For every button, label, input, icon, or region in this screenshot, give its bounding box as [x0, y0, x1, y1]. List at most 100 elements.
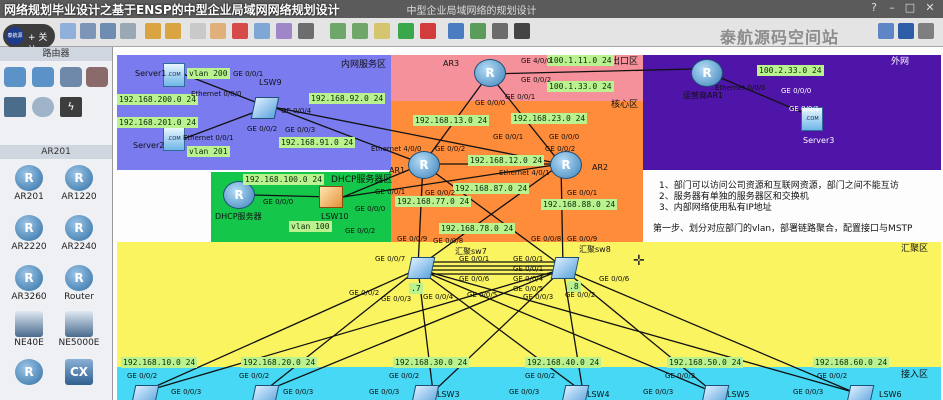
palette-icon[interactable]	[276, 23, 292, 39]
sw7-node[interactable]	[406, 257, 436, 279]
zoom-out-icon[interactable]	[352, 23, 368, 39]
server2-node[interactable]: .COM	[163, 127, 185, 151]
lsw1-node[interactable]	[130, 385, 160, 400]
select-icon[interactable]	[190, 23, 206, 39]
ar1-node[interactable]: R	[408, 151, 440, 179]
wlan-category-icon[interactable]	[60, 67, 82, 87]
link-icon[interactable]	[298, 23, 314, 39]
port-label: GE 0/0/2	[521, 76, 552, 84]
screen-icon[interactable]	[514, 23, 530, 39]
save-icon[interactable]	[100, 23, 116, 39]
sw8-label: 汇聚sw8	[579, 245, 611, 254]
server3-node[interactable]: .COM	[801, 107, 823, 131]
ar3-node[interactable]: R	[474, 59, 506, 87]
lsw3-node[interactable]	[410, 385, 440, 400]
settings-icon[interactable]	[878, 23, 894, 39]
router-icon: R	[15, 215, 43, 241]
note-line: 2、服务器有单独的服务器区和交换机	[659, 192, 809, 202]
lsw5-node[interactable]	[700, 385, 730, 400]
port-label: Ethernet 0/0/0	[191, 90, 242, 98]
port-label: GE 0/0/2	[127, 372, 158, 380]
stop-device-icon[interactable]	[420, 23, 436, 39]
lsw10-node[interactable]	[319, 186, 343, 208]
isp-router-node[interactable]: R	[691, 59, 723, 87]
device-ne-router[interactable]: R	[4, 359, 54, 386]
zoom-in-icon[interactable]	[330, 23, 346, 39]
open-icon[interactable]	[80, 23, 96, 39]
help-button[interactable]: ?	[871, 1, 877, 14]
fit-icon[interactable]	[374, 23, 390, 39]
lsw2-node[interactable]	[250, 385, 280, 400]
lsw9-node[interactable]	[250, 97, 280, 119]
router-category-icon[interactable]	[4, 67, 26, 87]
port-label: GE 0/0/2	[817, 372, 848, 380]
dhcp-server-node[interactable]: R	[223, 181, 255, 209]
note-line: 1、部门可以访问公司资源和互联网资源，部门之间不能互访	[659, 181, 899, 191]
port-label: GE 4/0/0	[521, 57, 552, 65]
lsw6-node[interactable]	[845, 385, 875, 400]
ip-label: 192.168.13.0 24	[413, 115, 490, 126]
topology-icon[interactable]	[492, 23, 508, 39]
sidebar-section-header: AR201	[0, 145, 112, 159]
text-icon[interactable]	[254, 23, 270, 39]
capture-icon[interactable]	[470, 23, 486, 39]
help-icon[interactable]	[918, 23, 934, 39]
ip-label: 192.168.30.0 24	[393, 357, 470, 368]
ip-label: 192.168.92.0 24	[309, 93, 386, 104]
command-line-icon[interactable]	[448, 23, 464, 39]
port-label: GE 0/0/5	[467, 291, 498, 299]
new-topology-icon[interactable]	[60, 23, 76, 39]
lsw9-label: LSW9	[259, 78, 282, 87]
lsw4-node[interactable]	[560, 385, 590, 400]
close-button[interactable]: ✕	[925, 1, 935, 14]
start-device-icon[interactable]	[398, 23, 414, 39]
maximize-button[interactable]: □	[904, 1, 916, 14]
server1-node[interactable]: .COM	[163, 63, 185, 87]
ar2-node[interactable]: R	[550, 151, 582, 179]
zone-label-external: 外网	[891, 57, 910, 67]
redo-icon[interactable]	[165, 23, 181, 39]
video-title-overlay: 网络规划毕业设计之基于ENSP的中型企业局域网网络规划设计	[4, 3, 340, 17]
device-ne40e[interactable]: NE40E	[4, 311, 54, 348]
save-as-icon[interactable]	[120, 23, 136, 39]
port-label: GE 0/0/6	[459, 275, 490, 283]
cloud-category-icon[interactable]	[32, 97, 54, 117]
zone-label-access: 接入区	[901, 370, 929, 380]
sidebar-top-header: 路由器	[0, 47, 112, 61]
lsw5-label: LSW5	[727, 390, 750, 399]
uploader-chip[interactable]: 泰航源码空间站 + 关注	[3, 24, 55, 75]
firewall-category-icon[interactable]	[86, 67, 108, 87]
hand-icon[interactable]	[210, 23, 226, 39]
undo-icon[interactable]	[145, 23, 161, 39]
port-label: GE 0/0/1	[375, 188, 406, 196]
cx-icon: CX	[65, 359, 93, 385]
port-label: Ethernet 4/0/1	[499, 169, 550, 177]
switch-category-icon[interactable]	[32, 67, 54, 87]
ip-label: 192.168.87.0 24	[453, 183, 530, 194]
pc-category-icon[interactable]	[4, 97, 26, 117]
cable-category-icon[interactable]: ϟ	[60, 97, 82, 117]
delete-icon[interactable]	[232, 23, 248, 39]
ip-label: 192.168.200.0 24	[117, 94, 199, 105]
topology-canvas[interactable]: 内网服务区 出口区 外网 核心区 DHCP服务器区 汇聚区 接入区	[113, 47, 943, 400]
zone-label-aggregation: 汇聚区	[901, 244, 929, 254]
ip-label: 192.168.88.0 24	[541, 199, 618, 210]
port-label: GE 0/0/4	[281, 107, 312, 115]
port-label: GE 0/0/0	[781, 87, 812, 95]
sw7-label: 汇聚sw7	[455, 247, 487, 256]
sw8-node[interactable]	[550, 257, 580, 279]
ip-label: 192.168.77.0 24	[395, 196, 472, 207]
port-label: GE 0/0/1	[233, 70, 264, 78]
dhcp-server-label: DHCP服务器	[215, 212, 262, 221]
minimize-button[interactable]: –	[889, 1, 895, 14]
device-cx[interactable]: CX	[54, 359, 104, 386]
huawei-icon[interactable]	[898, 23, 914, 39]
device-ne5000e[interactable]: NE5000E	[54, 311, 104, 348]
app-title: 中型企业局域网络的规划设计	[406, 6, 537, 17]
